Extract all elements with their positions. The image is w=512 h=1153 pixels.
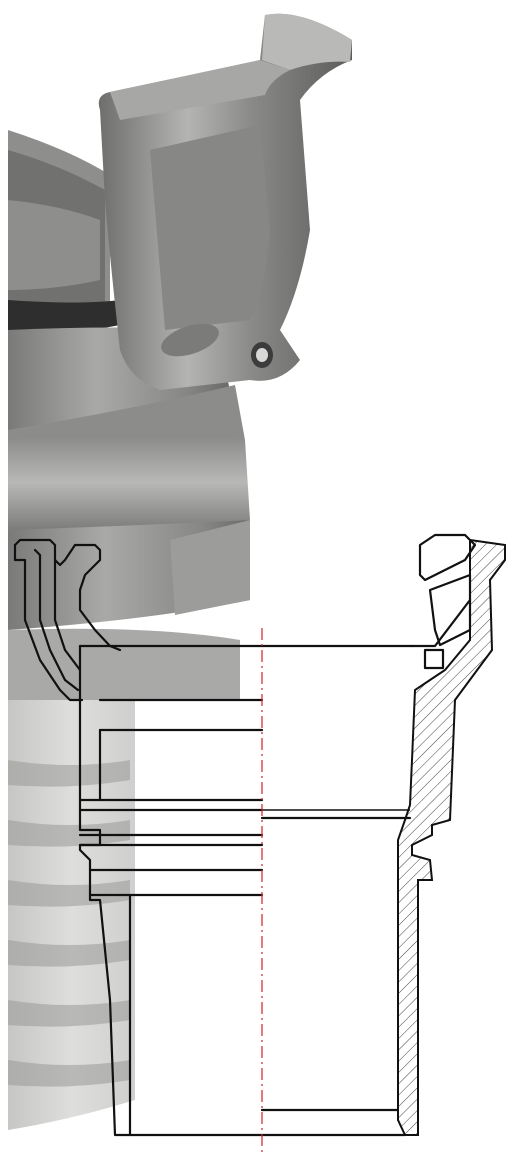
coupling-photo-icon [8, 13, 352, 1130]
half-section-drawing-icon [13, 533, 512, 1153]
